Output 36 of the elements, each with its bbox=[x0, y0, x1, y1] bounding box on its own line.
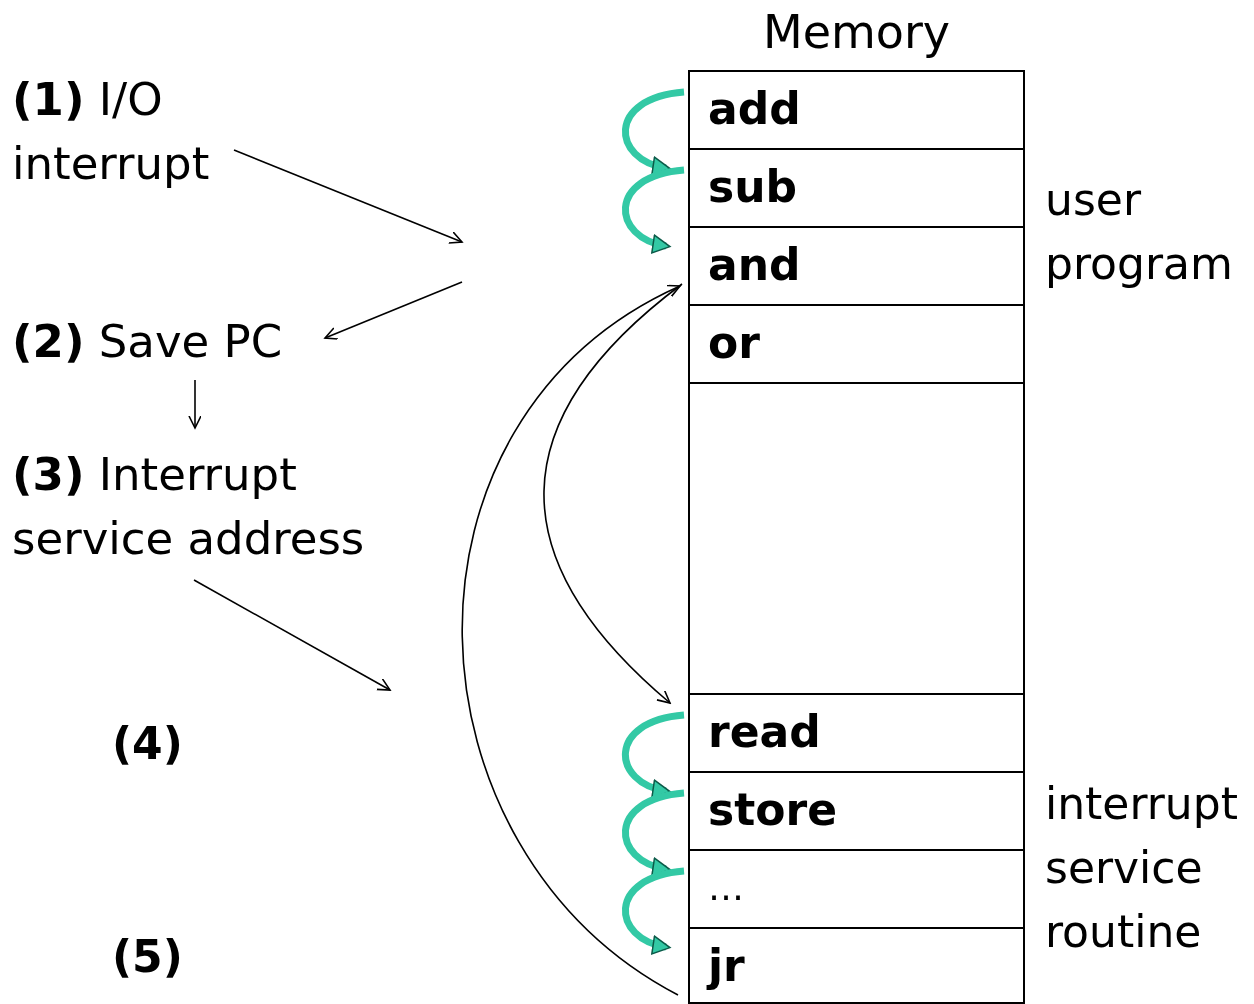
memory-cell bbox=[688, 304, 1025, 384]
step-number: (5) bbox=[112, 930, 184, 984]
step-label: (2) Save PC bbox=[12, 310, 412, 374]
description-label: interrupt service routine bbox=[1045, 777, 1239, 959]
arrow bbox=[188, 379, 202, 429]
instruction-text: or bbox=[708, 316, 760, 370]
arrow bbox=[324, 281, 463, 340]
curved-arrow bbox=[622, 166, 685, 253]
memory-cell bbox=[688, 849, 1025, 929]
memory-cell bbox=[688, 226, 1025, 306]
ellipsis: … bbox=[708, 866, 744, 910]
instruction-text: jr bbox=[708, 939, 745, 993]
heading: Memory bbox=[761, 4, 952, 61]
arrow bbox=[193, 579, 391, 691]
memory-cell bbox=[688, 771, 1025, 851]
arrow bbox=[543, 283, 683, 704]
curved-arrow bbox=[622, 789, 685, 876]
instruction-text: sub bbox=[708, 160, 797, 214]
curved-arrow bbox=[622, 867, 685, 954]
memory-cell bbox=[688, 693, 1025, 773]
description-label: user program bbox=[1045, 173, 1234, 291]
step-label: (3) Interrupt service address bbox=[12, 443, 392, 571]
step-number: (4) bbox=[112, 717, 184, 771]
instruction-text: add bbox=[708, 82, 801, 136]
memory-cell bbox=[688, 927, 1025, 1004]
memory-cell bbox=[688, 70, 1025, 150]
step-label: (1) I/O interrupt bbox=[12, 68, 237, 196]
empty-memory-cell bbox=[688, 382, 1025, 695]
arrow bbox=[233, 149, 463, 244]
curved-arrow bbox=[622, 88, 685, 175]
instruction-text: and bbox=[708, 238, 801, 292]
instruction-text: read bbox=[708, 705, 821, 759]
arrow bbox=[461, 285, 681, 996]
memory-cell bbox=[688, 148, 1025, 228]
curved-arrow bbox=[622, 711, 685, 798]
instruction-text: store bbox=[708, 783, 837, 837]
